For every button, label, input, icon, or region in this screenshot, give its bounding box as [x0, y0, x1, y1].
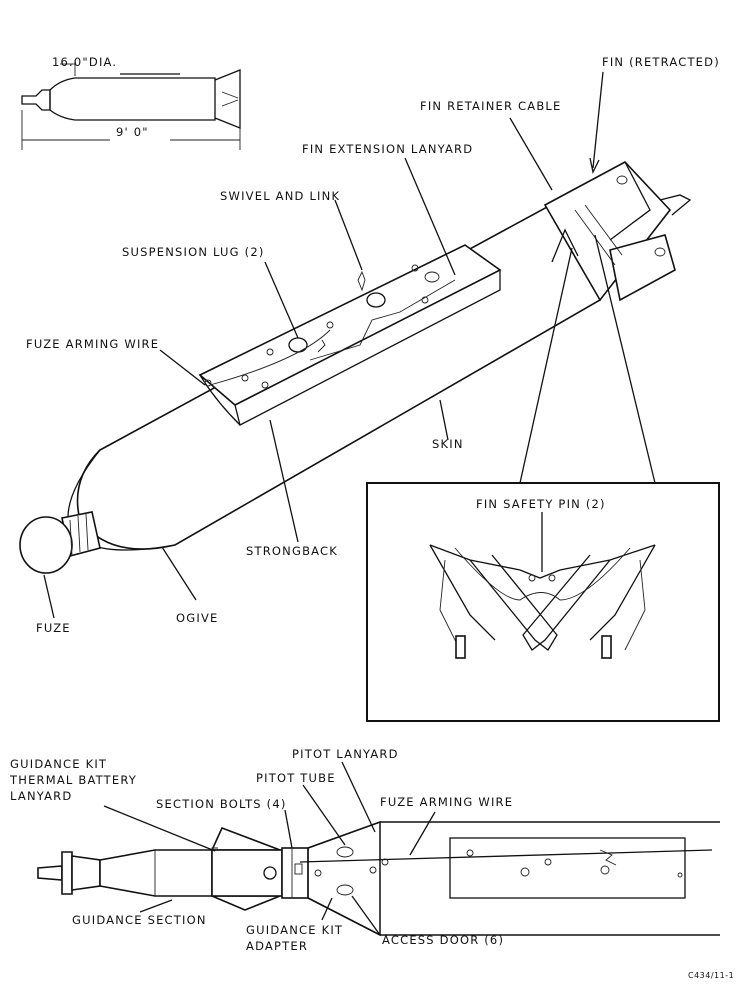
label-ogive: OGIVE [176, 611, 219, 625]
label-thermal-battery-lanyard-1: GUIDANCE KIT [10, 757, 107, 771]
label-access-door: ACCESS DOOR (6) [382, 933, 504, 947]
fin-detail-inset [366, 228, 720, 722]
label-guidance-kit-adapter-2: ADAPTER [246, 939, 308, 953]
main-leader-lines [43, 71, 604, 619]
strongback [198, 244, 502, 426]
label-thermal-battery-lanyard-2: THERMAL BATTERY [9, 773, 137, 787]
label-pitot-lanyard: PITOT LANYARD [292, 747, 399, 761]
thumbnail-bomb [21, 60, 241, 150]
label-section-bolts: SECTION BOLTS (4) [156, 797, 287, 811]
label-fin-safety-pin: FIN SAFETY PIN (2) [476, 497, 606, 511]
label-thermal-battery-lanyard-3: LANYARD [10, 789, 72, 803]
label-fin-retainer-cable: FIN RETAINER CABLE [420, 99, 562, 113]
guidance-section-assembly [37, 821, 720, 937]
label-fin-extension-lanyard: FIN EXTENSION LANYARD [302, 142, 473, 156]
thumbnail-diameter-label: 16.0"DIA. [52, 55, 117, 69]
label-fuze-arming-wire: FUZE ARMING WIRE [26, 337, 159, 351]
label-skin: SKIN [432, 437, 464, 451]
guidance-leader-lines [103, 761, 436, 936]
label-fuze: FUZE [36, 621, 71, 635]
label-fin-retracted: FIN (RETRACTED) [602, 55, 720, 69]
main-bomb-body [19, 161, 692, 574]
label-fuze-arming-wire-lower: FUZE ARMING WIRE [380, 795, 513, 809]
label-suspension-lug: SUSPENSION LUG (2) [122, 245, 265, 259]
thumbnail-length-label: 9' 0" [116, 125, 149, 139]
label-swivel-and-link: SWIVEL AND LINK [220, 189, 340, 203]
label-guidance-section: GUIDANCE SECTION [72, 913, 207, 927]
label-strongback: STRONGBACK [246, 544, 338, 558]
figure-code: C434/11-1 [688, 971, 734, 980]
label-guidance-kit-adapter-1: GUIDANCE KIT [246, 923, 343, 937]
label-pitot-tube: PITOT TUBE [256, 771, 336, 785]
